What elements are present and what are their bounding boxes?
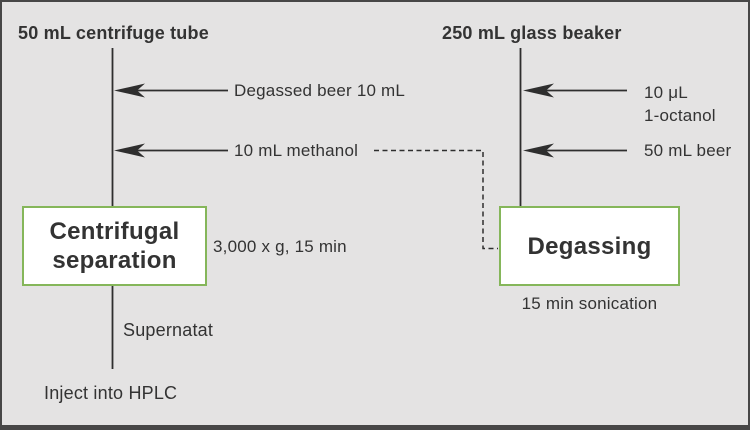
left-container-label: 50 mL centrifuge tube	[18, 23, 209, 43]
right-container-label: 250 mL glass beaker	[442, 23, 622, 43]
degassing-title: Degassing	[527, 232, 652, 260]
centrifugation-condition-label: 3,000 x g, 15 min	[213, 237, 347, 256]
degassing-box: Degassing	[499, 206, 680, 286]
inject-into-hplc-label: Inject into HPLC	[44, 383, 178, 403]
input-label-degassed-beer: Degassed beer 10 mL	[234, 81, 406, 100]
arrow-head-degassed-beer	[114, 83, 145, 98]
centrifugal-separation-title: Centrifugal separation	[49, 218, 180, 274]
arrow-head-methanol	[114, 143, 145, 158]
input-label-methanol: 10 mL methanol	[234, 141, 359, 160]
arrow-head-octanol	[523, 83, 554, 98]
centrifugal-separation-box: Centrifugal separation	[22, 206, 207, 286]
input-label-octanol: 10 μL 1-octanol	[644, 83, 716, 125]
supernatant-label: Supernatat	[123, 320, 214, 340]
input-label-beer: 50 mL beer	[644, 141, 732, 160]
dashed-connector-methanol-to-degassing	[374, 149, 498, 250]
arrow-head-beer	[523, 143, 554, 158]
sonication-condition-label: 15 min sonication	[521, 294, 658, 313]
